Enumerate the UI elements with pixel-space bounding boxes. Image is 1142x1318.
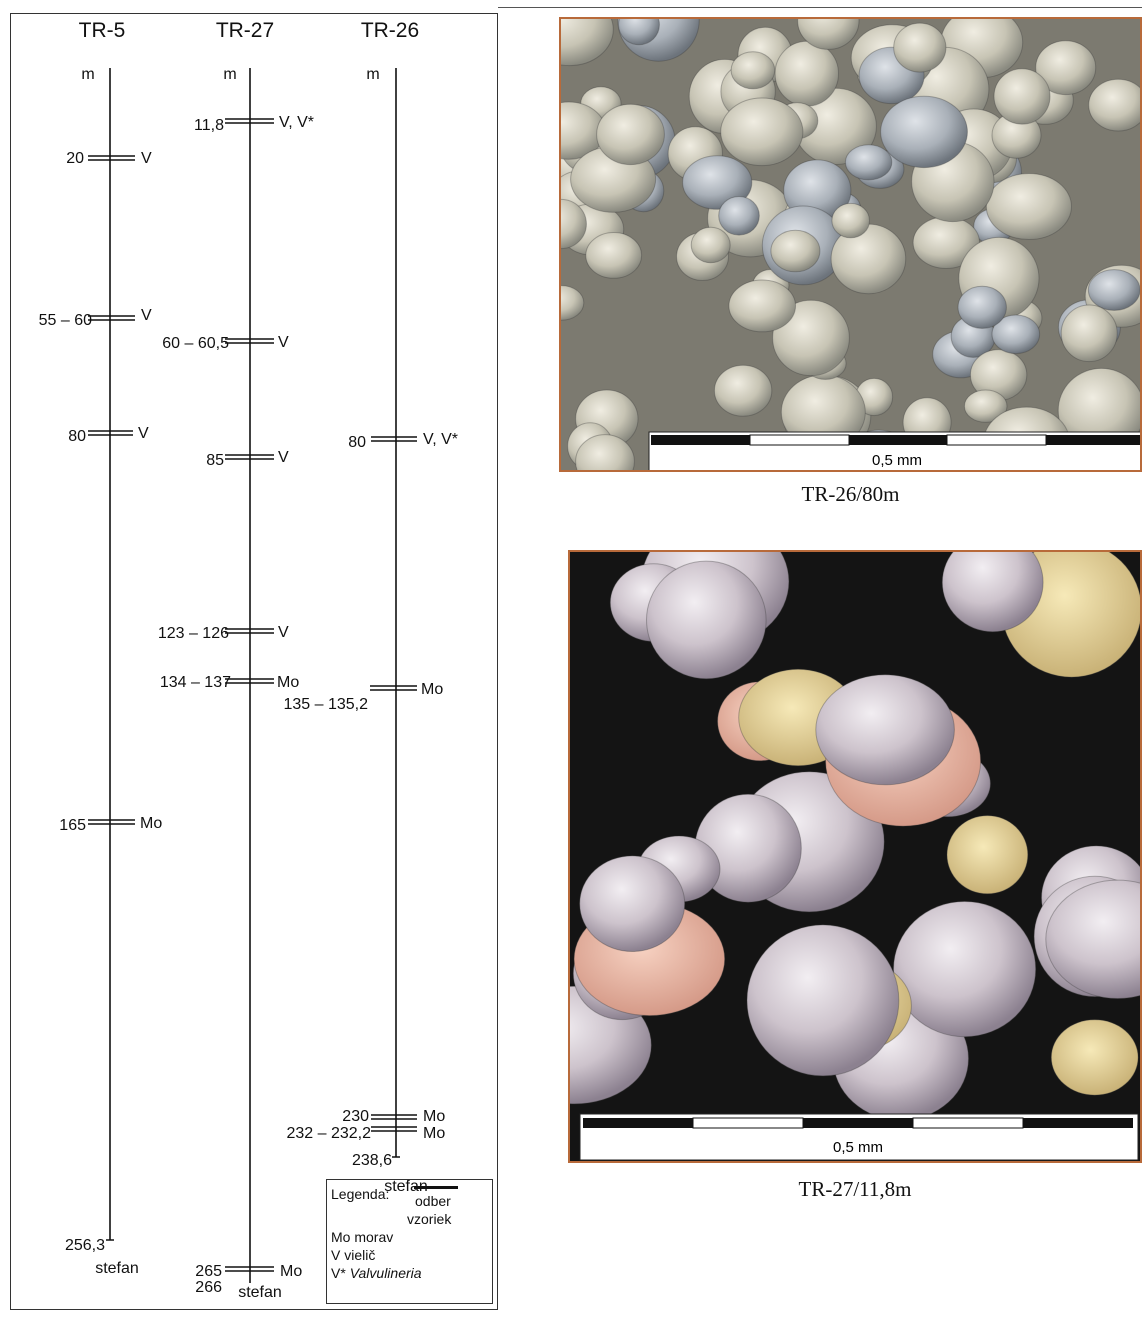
sample-label: V: [278, 624, 289, 641]
foraminifera-grain: [775, 41, 838, 106]
sample-depth: 123 – 126: [158, 625, 229, 642]
sample-label: V: [141, 307, 152, 324]
foraminifera-grain: [719, 197, 760, 236]
legend-text: morav: [354, 1229, 393, 1245]
foraminifera-grain: [832, 203, 870, 237]
sample-depth: 232 – 232,2: [286, 1125, 371, 1142]
legend-code: V*: [331, 1265, 346, 1281]
foraminifera-grain: [1089, 79, 1142, 131]
sample-label: Mo: [280, 1263, 302, 1280]
sample-label: V, V*: [279, 114, 314, 131]
foraminifera-grain: [731, 52, 775, 89]
legend-item: V* Valvulineria: [331, 1265, 422, 1281]
legend-item: V vielič: [331, 1247, 375, 1263]
well-end-depth-tr27: 266: [195, 1279, 222, 1296]
sample-depth: 60 – 60,5: [162, 335, 229, 352]
well-unit-tr27: m: [223, 66, 236, 83]
foraminifera-grain: [994, 69, 1050, 124]
sample-label: V: [138, 425, 149, 442]
legend-text: Valvulineria: [350, 1265, 422, 1281]
sample-label: Mo: [140, 815, 162, 832]
well-title-tr27: TR-27: [216, 19, 274, 42]
foraminifera-grain: [714, 365, 771, 416]
photo-caption-tr27: TR-27/11,8m: [568, 1177, 1142, 1202]
well-end-depth-tr26: 238,6: [352, 1152, 392, 1169]
legend-sample-line: [414, 1186, 458, 1189]
photo-caption-tr26: TR-26/80m: [559, 482, 1142, 507]
well-unit-tr5: m: [81, 66, 94, 83]
well-end-label-tr27: stefan: [238, 1284, 282, 1301]
foraminifera-grain: [894, 902, 1036, 1037]
foraminifera-grain: [580, 856, 685, 952]
well-end-depth-tr5: 256,3: [65, 1237, 105, 1254]
sample-label: Mo: [423, 1108, 445, 1125]
foraminifera-photo: 0,5 mm: [561, 19, 1142, 472]
micrograph-tr26: 0,5 mm: [559, 17, 1142, 472]
legend-text: vielič: [344, 1247, 375, 1263]
sample-depth: 230: [342, 1108, 369, 1125]
sample-depth: 11,8: [194, 117, 224, 134]
well-logs-diagram: TR-5 m 20 V 55 – 60 V 80 V 165 Mo 256,3 …: [0, 0, 500, 1318]
foraminifera-grain: [881, 96, 968, 167]
foraminifera-grain: [721, 98, 803, 166]
well-unit-tr26: m: [366, 66, 379, 83]
sample-depth: 20: [66, 150, 84, 167]
foraminifera-photo: 0,5 mm: [570, 552, 1142, 1163]
foraminifera-grain: [1088, 270, 1140, 311]
foraminifera-grain: [647, 561, 767, 679]
sample-depth: 134 – 137: [160, 674, 231, 691]
sample-depth: 80: [348, 434, 366, 451]
foraminifera-grain: [958, 286, 1006, 328]
sample-marker: [371, 1115, 417, 1119]
micrograph-tr27: 0,5 mm: [568, 550, 1142, 1163]
sample-depth: 265: [195, 1263, 222, 1280]
top-rule: [498, 7, 1142, 8]
sample-marker: [371, 437, 417, 441]
foraminifera-grain: [845, 145, 891, 180]
sample-depth: 80: [68, 428, 86, 445]
foraminifera-grain: [1051, 1020, 1138, 1095]
foraminifera-grain: [586, 233, 642, 279]
foraminifera-grain: [747, 925, 899, 1076]
sample-marker: [371, 1127, 417, 1131]
scale-bar-label: 0,5 mm: [833, 1139, 883, 1156]
legend-code: Mo: [331, 1229, 350, 1245]
sample-depth: 165: [59, 817, 86, 834]
legend-sample-label-1: odber: [415, 1193, 451, 1209]
sample-marker: [88, 820, 135, 824]
sample-label: Mo: [277, 674, 299, 691]
foraminifera-grain: [771, 230, 820, 272]
sample-label: V: [141, 150, 152, 167]
foraminifera-grain: [894, 23, 946, 72]
sample-label: V, V*: [423, 431, 458, 448]
legend-code: V: [331, 1247, 340, 1263]
sample-depth: 135 – 135,2: [283, 696, 368, 713]
legend-sample-label-2: vzoriek: [407, 1211, 451, 1227]
well-title-tr5: TR-5: [79, 19, 126, 42]
legend-item: Mo morav: [331, 1229, 393, 1245]
foraminifera-grain: [597, 104, 665, 164]
legend: Legenda: odber vzoriek Mo morav V vielič…: [326, 1179, 493, 1304]
sample-marker: [88, 316, 135, 320]
foraminifera-grain: [729, 280, 796, 332]
foraminifera-grain: [691, 227, 730, 262]
sample-label: V: [278, 334, 289, 351]
sample-depth: 85: [206, 452, 224, 469]
sample-label: V: [278, 449, 289, 466]
legend-title: Legenda:: [331, 1186, 389, 1202]
sample-label: Mo: [421, 681, 443, 698]
sample-marker: [370, 686, 417, 690]
sample-marker: [88, 156, 135, 160]
well-title-tr26: TR-26: [361, 19, 419, 42]
foraminifera-grain: [947, 816, 1028, 894]
foraminifera-grain: [986, 174, 1071, 240]
scale-bar-label: 0,5 mm: [872, 452, 922, 469]
sample-label: Mo: [423, 1125, 445, 1142]
well-end-label-tr5: stefan: [95, 1260, 139, 1277]
foraminifera-grain: [1061, 305, 1117, 362]
foraminifera-grain: [816, 675, 955, 785]
sample-depth: 55 – 60: [39, 312, 92, 329]
